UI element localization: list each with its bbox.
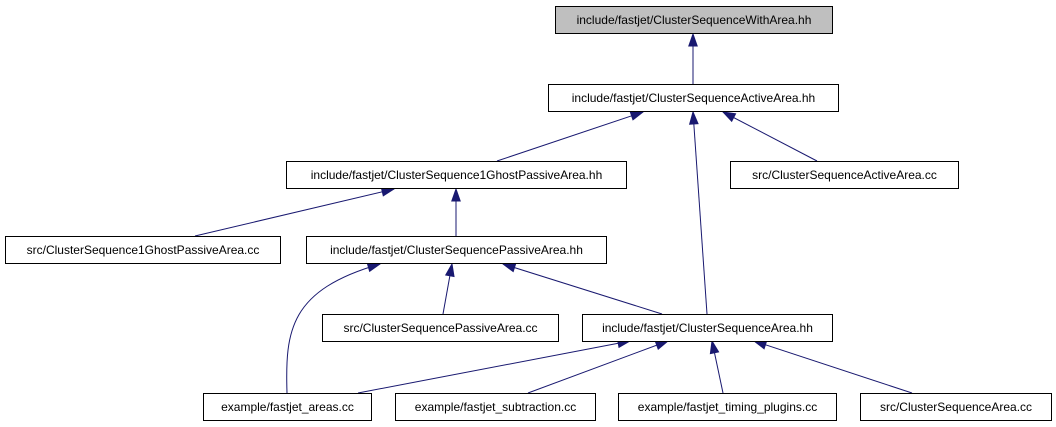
- node-label: example/fastjet_subtraction.cc: [415, 400, 576, 414]
- node-label: src/ClusterSequenceActiveArea.cc: [752, 168, 937, 182]
- edges-layer: [194, 32, 913, 394]
- edge-ex-timing-to-csa-arrowhead: [709, 339, 720, 355]
- node-label: include/fastjet/ClusterSequenceWithArea.…: [577, 13, 812, 27]
- edge-cspa-to-cs1g-arrowhead: [451, 187, 461, 202]
- edge-ex-sub-to-csa: [527, 340, 669, 394]
- node-csa[interactable]: include/fastjet/ClusterSequenceArea.hh: [582, 314, 833, 342]
- edge-csaa-to-cswa-arrowhead: [688, 32, 698, 47]
- node-cs1g-cc[interactable]: src/ClusterSequence1GhostPassiveArea.cc: [5, 236, 281, 264]
- node-cswa: include/fastjet/ClusterSequenceWithArea.…: [555, 6, 833, 34]
- node-box: [618, 393, 837, 421]
- edge-ex-sub-to-csa-arrowhead: [654, 340, 670, 350]
- node-csaa[interactable]: include/fastjet/ClusterSequenceActiveAre…: [548, 84, 839, 112]
- edge-csa-cc-to-csa: [753, 340, 913, 394]
- node-label: include/fastjet/ClusterSequenceActiveAre…: [572, 91, 815, 105]
- node-csaa-cc[interactable]: src/ClusterSequenceActiveArea.cc: [730, 161, 959, 189]
- node-cspa-cc[interactable]: src/ClusterSequencePassiveArea.cc: [322, 314, 559, 342]
- edge-cspa-cc-to-cspa-arrowhead: [444, 262, 455, 278]
- edge-csa-to-cspa: [502, 263, 663, 315]
- node-label: example/fastjet_timing_plugins.cc: [638, 400, 817, 414]
- edge-csaa-cc-to-csaa-arrowhead: [721, 111, 737, 123]
- edge-csa-to-cspa-arrowhead: [501, 263, 517, 273]
- edge-cs1g-cc-to-cs1g: [194, 188, 395, 237]
- node-box: [555, 6, 833, 34]
- node-cs1g[interactable]: include/fastjet/ClusterSequence1GhostPas…: [286, 161, 627, 189]
- node-ex-sub[interactable]: example/fastjet_subtraction.cc: [395, 393, 596, 421]
- node-label: example/fastjet_areas.cc: [221, 400, 354, 414]
- node-box: [203, 393, 372, 421]
- nodes-layer: include/fastjet/ClusterSequenceWithArea.…: [5, 6, 1052, 421]
- node-label: src/ClusterSequence1GhostPassiveArea.cc: [27, 243, 260, 257]
- node-box: [306, 236, 607, 264]
- edge-cs1g-to-csaa: [496, 111, 644, 162]
- node-box: [286, 161, 627, 189]
- node-box: [860, 393, 1052, 421]
- node-label: src/ClusterSequenceArea.cc: [880, 400, 1032, 414]
- node-csa-cc[interactable]: src/ClusterSequenceArea.cc: [860, 393, 1052, 421]
- edge-ex-areas-to-cspa: [286, 263, 381, 394]
- node-box: [582, 314, 833, 342]
- node-label: include/fastjet/ClusterSequence1GhostPas…: [311, 168, 603, 182]
- node-ex-areas[interactable]: example/fastjet_areas.cc: [203, 393, 372, 421]
- edge-ex-areas-to-cspa-arrowhead: [366, 262, 382, 273]
- edge-cs1g-to-csaa-arrowhead: [629, 111, 645, 121]
- node-box: [5, 236, 281, 264]
- node-label: include/fastjet/ClusterSequencePassiveAr…: [330, 243, 583, 257]
- node-label: include/fastjet/ClusterSequenceArea.hh: [602, 321, 813, 335]
- node-box: [322, 314, 559, 342]
- edge-ex-areas-to-csa: [357, 340, 631, 394]
- node-label: src/ClusterSequencePassiveArea.cc: [343, 321, 537, 335]
- node-box: [548, 84, 839, 112]
- node-cspa[interactable]: include/fastjet/ClusterSequencePassiveAr…: [306, 236, 607, 264]
- node-box: [730, 161, 959, 189]
- node-box: [395, 393, 596, 421]
- edge-csaa-cc-to-csaa: [722, 111, 818, 162]
- edge-csa-to-csaa: [692, 111, 708, 315]
- edge-csa-to-csaa-arrowhead: [688, 110, 699, 125]
- node-ex-timing[interactable]: example/fastjet_timing_plugins.cc: [618, 393, 837, 421]
